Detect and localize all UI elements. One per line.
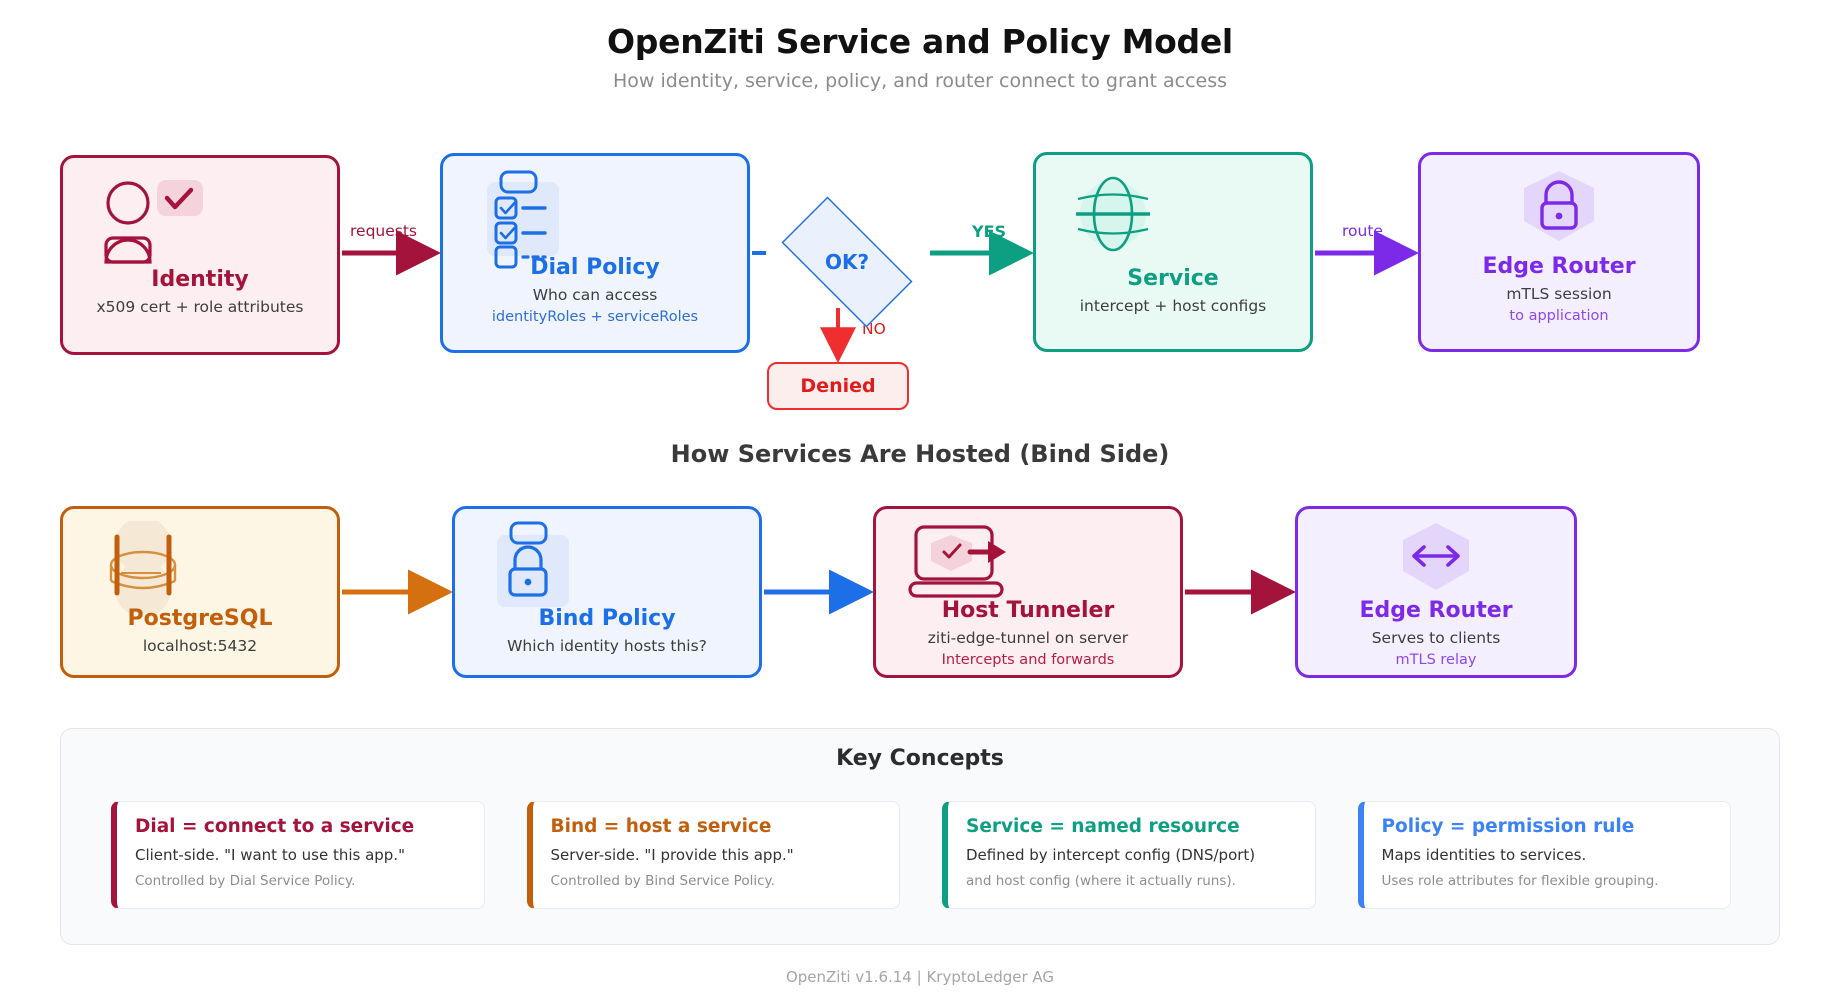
key-concept-line1: Defined by intercept config (DNS/port) [966,846,1256,864]
key-concept-heading: Policy = permission rule [1381,816,1635,837]
node-service-title: Service [1127,266,1219,291]
page-subtitle: How identity, service, policy, and route… [612,70,1227,92]
node-edge-router-bottom[interactable]: Edge Router Serves to clients mTLS relay [1295,506,1577,678]
key-concepts-title: Key Concepts [836,746,1004,771]
key-concept-line2: and host config (where it actually runs)… [966,873,1236,889]
key-concept-line2: Controlled by Bind Service Policy. [550,873,775,889]
node-edge-router-top-title: Edge Router [1482,254,1636,279]
globe-icon [1066,169,1161,268]
node-host-tunneler[interactable]: Host Tunneler ziti-edge-tunnel on server… [873,506,1183,678]
node-host-tunneler-note: Intercepts and forwards [941,652,1115,669]
key-concept-line1: Client-side. "I want to use this app." [135,846,405,864]
key-concept-heading: Dial = connect to a service [135,816,415,837]
bidirectional-arrow-icon [1393,521,1479,601]
footer-text: OpenZiti v1.6.14 | KryptoLedger AG [785,968,1055,986]
decision-ok[interactable]: OK? [762,196,932,328]
page-title: OpenZiti Service and Policy Model [607,22,1233,61]
laptop-shield-icon [904,521,1014,607]
key-concept-line1: Maps identities to services. [1381,846,1587,864]
node-edge-router-top[interactable]: Edge Router mTLS session to application [1418,152,1700,352]
shield-lock-icon [1516,169,1602,255]
key-concept-card-bind[interactable]: Bind = host a service Server-side. "I pr… [526,801,900,909]
node-bind-policy-subtitle: Which identity hosts this? [507,637,707,656]
key-concept-heading: Service = named resource [966,816,1240,837]
node-identity[interactable]: Identity x509 cert + role attributes [60,155,340,355]
key-concept-line1: Server-side. "I provide this app." [550,846,794,864]
edge-label-route: route [1342,222,1383,240]
node-service[interactable]: Service intercept + host configs [1033,152,1313,352]
key-concepts-grid: Dial = connect to a service Client-side.… [111,801,1731,909]
edge-label-requests: requests [350,222,417,240]
key-concepts-panel: Key Concepts Dial = connect to a service… [60,728,1780,945]
key-concept-heading: Bind = host a service [550,816,772,837]
checklist-unchecked-row-icon [481,245,573,275]
key-concept-card-service[interactable]: Service = named resource Defined by inte… [942,801,1316,909]
node-service-subtitle: intercept + host configs [1079,297,1267,316]
section-heading-bind: How Services Are Hosted (Bind Side) [670,440,1170,468]
node-dial-policy-title: Dial Policy [530,255,660,280]
node-identity-title: Identity [151,267,249,292]
node-edge-router-bottom-note: mTLS relay [1395,652,1477,669]
checklist-icon [481,170,573,266]
node-edge-router-top-subtitle: mTLS session [1506,285,1612,304]
user-check-icon [95,176,225,272]
node-dial-policy[interactable]: Dial Policy Who can access identityRoles… [440,153,750,353]
key-concept-line2: Controlled by Dial Service Policy. [135,873,356,889]
edge-label-yes: YES [972,222,1007,241]
node-edge-router-bottom-subtitle: Serves to clients [1371,629,1501,648]
node-identity-subtitle: x509 cert + role attributes [96,298,304,317]
node-postgresql[interactable]: PostgreSQL localhost:5432 [60,506,340,678]
node-edge-router-bottom-title: Edge Router [1359,598,1513,623]
node-dial-policy-subtitle: Who can access [532,286,658,305]
key-concept-card-policy[interactable]: Policy = permission rule Maps identities… [1357,801,1731,909]
key-concept-card-dial[interactable]: Dial = connect to a service Client-side.… [111,801,485,909]
node-edge-router-top-note: to application [1509,308,1609,325]
node-dial-policy-roles: identityRoles + serviceRoles [491,309,699,326]
lock-panel-icon [491,521,583,617]
node-host-tunneler-subtitle: ziti-edge-tunnel on server [927,629,1129,648]
node-denied[interactable]: Denied [767,362,909,410]
node-bind-policy[interactable]: Bind Policy Which identity hosts this? [452,506,762,678]
node-host-tunneler-title: Host Tunneler [941,598,1115,623]
decision-label: OK? [824,250,870,274]
database-icon [97,517,189,617]
node-bind-policy-title: Bind Policy [538,606,676,631]
key-concept-line2: Uses role attributes for flexible groupi… [1381,873,1659,889]
node-postgresql-subtitle: localhost:5432 [142,637,258,656]
node-postgresql-title: PostgreSQL [127,606,273,631]
